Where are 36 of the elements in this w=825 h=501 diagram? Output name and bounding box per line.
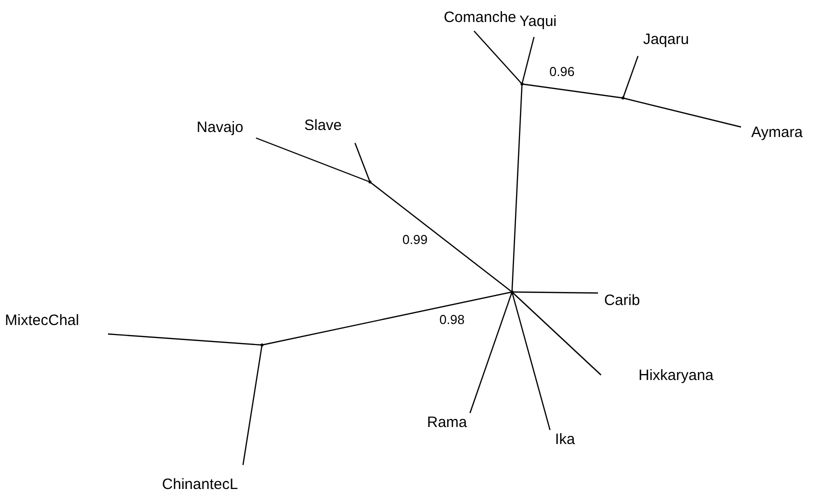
- taxon-label: Comanche: [444, 10, 516, 26]
- tree-branch: [622, 56, 639, 98]
- tree-branch: [242, 344, 263, 466]
- support-value: 0.98: [439, 312, 465, 328]
- taxon-label: Rama: [427, 414, 467, 432]
- taxon-label: Ika: [555, 432, 575, 448]
- taxon-label: Navajo: [196, 120, 244, 136]
- tree-branch: [108, 333, 262, 346]
- tree-branch: [354, 142, 371, 182]
- tree-branch: [256, 137, 370, 183]
- branch-junction: [622, 96, 624, 100]
- branch-junction: [510, 290, 514, 294]
- taxon-label: Jaqaru: [643, 32, 689, 48]
- tree-branch: [262, 291, 512, 346]
- taxon-label: Slave: [304, 118, 342, 134]
- taxon-label: Hixkaryana: [638, 368, 714, 384]
- taxon-label: Yaqui: [519, 14, 557, 30]
- taxon-label: Carib: [604, 292, 640, 310]
- taxon-label: MixtecChal: [4, 312, 80, 330]
- branch-junction: [260, 344, 264, 346]
- tree-branch: [521, 36, 535, 84]
- tree-branch: [512, 292, 602, 376]
- tree-branch: [474, 30, 522, 84]
- tree-branch: [511, 84, 523, 292]
- support-value: 0.99: [402, 232, 428, 248]
- branch-junction: [368, 180, 372, 184]
- tree-branch: [522, 83, 624, 99]
- tree-branch: [512, 291, 598, 294]
- tree-branch: [511, 292, 551, 430]
- taxon-label: ChinantecL: [162, 476, 238, 494]
- tree-branch: [469, 292, 513, 414]
- support-value: 0.96: [549, 64, 575, 80]
- tree-branch: [370, 182, 512, 292]
- branch-junction: [520, 82, 524, 86]
- tree-branch: [622, 97, 742, 128]
- taxon-label: Aymara: [751, 124, 803, 142]
